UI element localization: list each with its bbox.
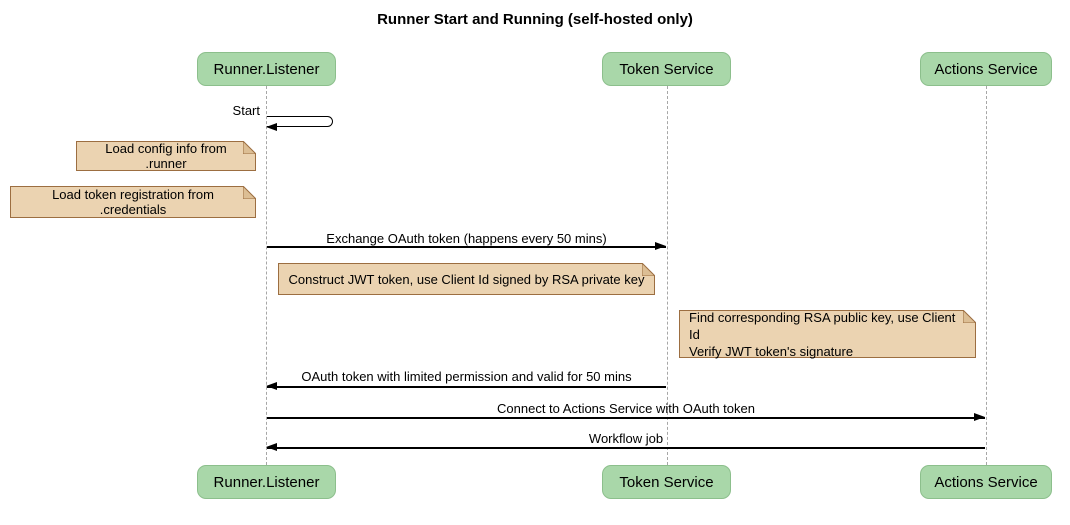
arrowhead-right-icon bbox=[974, 413, 985, 421]
note-text: Construct JWT token, use Client Id signe… bbox=[288, 271, 645, 287]
participant-token-service-bottom: Token Service bbox=[602, 465, 731, 499]
note-construct-jwt: Construct JWT token, use Client Id signe… bbox=[278, 263, 655, 295]
message-oauth-token-line bbox=[267, 386, 666, 388]
arrowhead-left-icon bbox=[266, 443, 277, 451]
note-load-token-registration: Load token registration from .credential… bbox=[10, 186, 256, 218]
participant-label: Runner.Listener bbox=[213, 473, 320, 491]
participant-label: Token Service bbox=[619, 60, 714, 78]
note-load-config: Load config info from .runner bbox=[76, 141, 256, 171]
note-fold-icon bbox=[963, 310, 976, 323]
note-fold-icon bbox=[243, 141, 256, 154]
message-workflow-job-label: Workflow job bbox=[588, 431, 664, 446]
message-workflow-job-line bbox=[267, 447, 985, 449]
arrowhead-left-icon bbox=[266, 382, 277, 390]
note-text: Load token registration from .credential… bbox=[52, 187, 214, 217]
lifeline-token-service bbox=[667, 86, 668, 465]
message-exchange-oauth-label: Exchange OAuth token (happens every 50 m… bbox=[326, 231, 607, 246]
message-connect-actions-label: Connect to Actions Service with OAuth to… bbox=[497, 401, 755, 416]
participant-label: Actions Service bbox=[934, 473, 1038, 491]
arrowhead-right-icon bbox=[655, 242, 666, 250]
self-message-start-label: Start bbox=[232, 103, 260, 118]
self-message-loop-arrow bbox=[267, 116, 333, 127]
participant-runner-listener-top: Runner.Listener bbox=[197, 52, 336, 86]
message-oauth-token-label: OAuth token with limited permission and … bbox=[301, 369, 632, 384]
participant-label: Actions Service bbox=[934, 60, 1038, 78]
participant-token-service-top: Token Service bbox=[602, 52, 731, 86]
diagram-title: Runner Start and Running (self-hosted on… bbox=[377, 11, 693, 28]
note-text: Find corresponding RSA public key, use C… bbox=[689, 309, 956, 359]
message-connect-actions-line bbox=[267, 417, 985, 419]
participant-actions-service-top: Actions Service bbox=[920, 52, 1052, 86]
participant-actions-service-bottom: Actions Service bbox=[920, 465, 1052, 499]
participant-runner-listener-bottom: Runner.Listener bbox=[197, 465, 336, 499]
lifeline-actions-service bbox=[986, 86, 987, 465]
arrowhead-left-icon bbox=[266, 123, 277, 131]
participant-label: Runner.Listener bbox=[213, 60, 320, 78]
note-text: Load config info from .runner bbox=[105, 141, 227, 171]
note-fold-icon bbox=[243, 186, 256, 199]
note-verify-jwt: Find corresponding RSA public key, use C… bbox=[679, 309, 976, 359]
lifeline-runner-listener bbox=[266, 86, 267, 465]
message-exchange-oauth-line bbox=[267, 246, 666, 248]
note-fold-icon bbox=[642, 263, 655, 276]
participant-label: Token Service bbox=[619, 473, 714, 491]
